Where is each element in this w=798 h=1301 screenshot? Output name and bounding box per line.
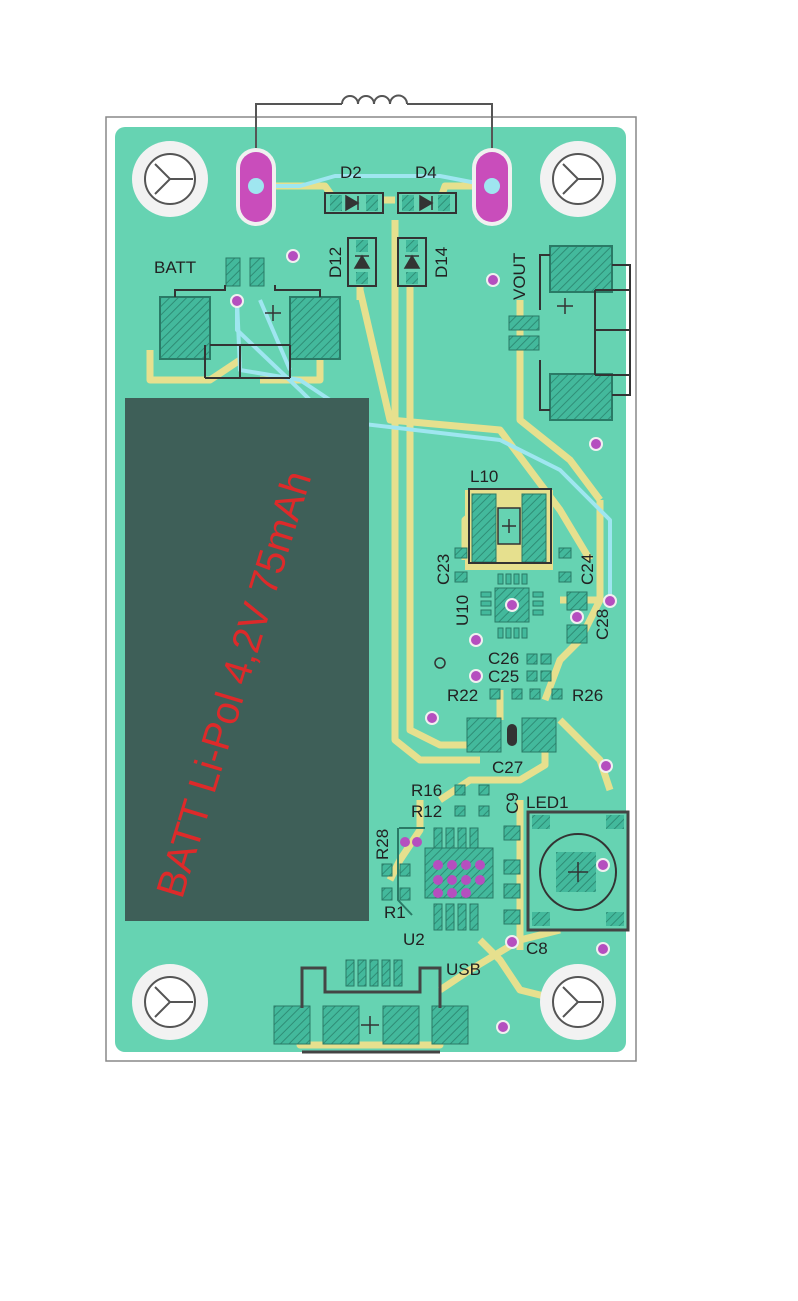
- label-c23: C23: [434, 554, 453, 585]
- diode-d2: [324, 192, 384, 214]
- label-d14: D14: [432, 247, 451, 278]
- label-u10: U10: [453, 595, 472, 626]
- label-c25: C25: [488, 667, 519, 686]
- passive-pads: [381, 547, 588, 925]
- label-vout: VOUT: [510, 253, 529, 300]
- label-l10: L10: [470, 467, 498, 486]
- coil-pads: [236, 148, 512, 226]
- mounting-holes: [132, 141, 616, 1040]
- label-c24: C24: [578, 554, 597, 585]
- inductor-l10: [465, 488, 553, 570]
- usb-connector: [273, 958, 469, 1054]
- label-batt: BATT: [154, 258, 196, 277]
- label-c9: C9: [503, 792, 522, 814]
- label-d4: D4: [415, 163, 437, 182]
- label-r26: R26: [572, 686, 603, 705]
- component-labels: D2 D4 D12 D14 BATT VOUT L10 C23 C24 U10 …: [154, 163, 612, 979]
- label-r16: R16: [411, 781, 442, 800]
- label-c27: C27: [492, 758, 523, 777]
- diode-d4: [397, 192, 457, 214]
- label-c28: C28: [593, 609, 612, 640]
- label-r22: R22: [447, 686, 478, 705]
- mount-hole-top-right: [540, 141, 616, 217]
- antenna-coil-wire: [255, 103, 493, 165]
- origin-marker: [434, 657, 446, 669]
- label-u2: U2: [403, 930, 425, 949]
- vout-connector: [508, 245, 631, 421]
- diode-d12: [347, 237, 377, 287]
- ic-u2: [397, 827, 494, 931]
- vias: [230, 249, 617, 1034]
- label-usb: USB: [446, 960, 481, 979]
- label-r12: R12: [411, 802, 442, 821]
- label-r1: R1: [384, 903, 406, 922]
- batt-connector: [159, 257, 341, 379]
- ic-u10: [478, 570, 546, 642]
- mount-hole-bottom-left: [132, 964, 208, 1040]
- mount-hole-top-left: [132, 141, 208, 217]
- label-r28: R28: [373, 829, 392, 860]
- mount-hole-bottom-right: [540, 964, 616, 1040]
- board-outline: [105, 116, 637, 1062]
- diode-d14: [397, 237, 427, 287]
- cap-c27: [507, 724, 517, 746]
- inductor-symbol: [341, 94, 408, 105]
- label-c26: C26: [488, 649, 519, 668]
- bottom-traces: [235, 174, 612, 600]
- label-d12: D12: [326, 247, 345, 278]
- label-c8: C8: [526, 939, 548, 958]
- battery-body: [125, 398, 369, 921]
- label-d2: D2: [340, 163, 362, 182]
- label-led1: LED1: [526, 793, 569, 812]
- led-led1: [526, 810, 630, 932]
